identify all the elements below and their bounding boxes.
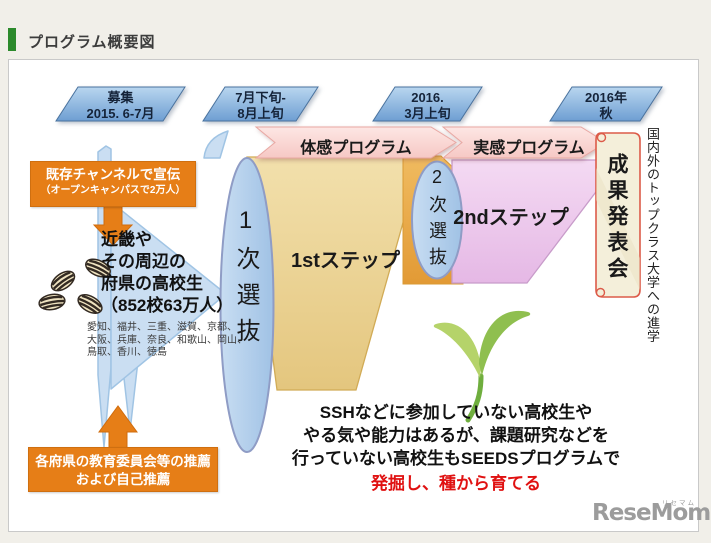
resemom-logo-ruby: リセマム: [662, 500, 696, 507]
milestone-recruit: 募集 2015. 6-7月: [86, 90, 155, 121]
milestone-fall-2016: 2016年 秋: [585, 90, 627, 121]
selection1-label: 1次選抜: [232, 207, 259, 354]
step2-label: 2ndステップ: [453, 207, 569, 229]
promo-channel-box: 既存チャンネルで宣伝 （オープンキャンパスで2万人）: [30, 161, 196, 207]
milestone-mar-2016: 2016. 3月上旬: [404, 90, 451, 121]
program-taikan-label: 体感プログラム: [300, 140, 412, 157]
page-title: プログラム概要図: [28, 34, 156, 51]
recommendation-box: 各府県の教育委員会等の推薦 および自己推薦: [28, 447, 218, 492]
milestone-jul-aug: 7月下旬- 8月上旬: [235, 90, 286, 121]
program-jikkan-label: 実感プログラム: [473, 140, 585, 157]
resemom-logo-text: ReseMom.: [592, 500, 711, 526]
outcome-caption: 国内外のトップクラス大学への進学: [645, 127, 660, 343]
footer-note: SSHなどに参加していない高校生や やる気や能力はあるが、課題研究などを 行って…: [272, 401, 640, 495]
resemom-logo[interactable]: リセマム ReseMom.: [592, 500, 711, 532]
step1-label: 1stステップ: [291, 250, 400, 272]
footer-note-highlight: 発掘し、種から育てる: [371, 474, 541, 493]
presentation-label: 成果発表会: [605, 153, 628, 283]
prefecture-list: 愛知、福井、三重、滋賀、京都、 大阪、兵庫、奈良、和歌山、岡山、 鳥取、香川、徳…: [87, 322, 247, 358]
selection2-label: 2次選抜: [427, 167, 447, 273]
target-audience-text: 近畿や その周辺の 府県の高校生 （852校63万人）: [101, 230, 234, 315]
title-accent-bar: [8, 28, 16, 51]
